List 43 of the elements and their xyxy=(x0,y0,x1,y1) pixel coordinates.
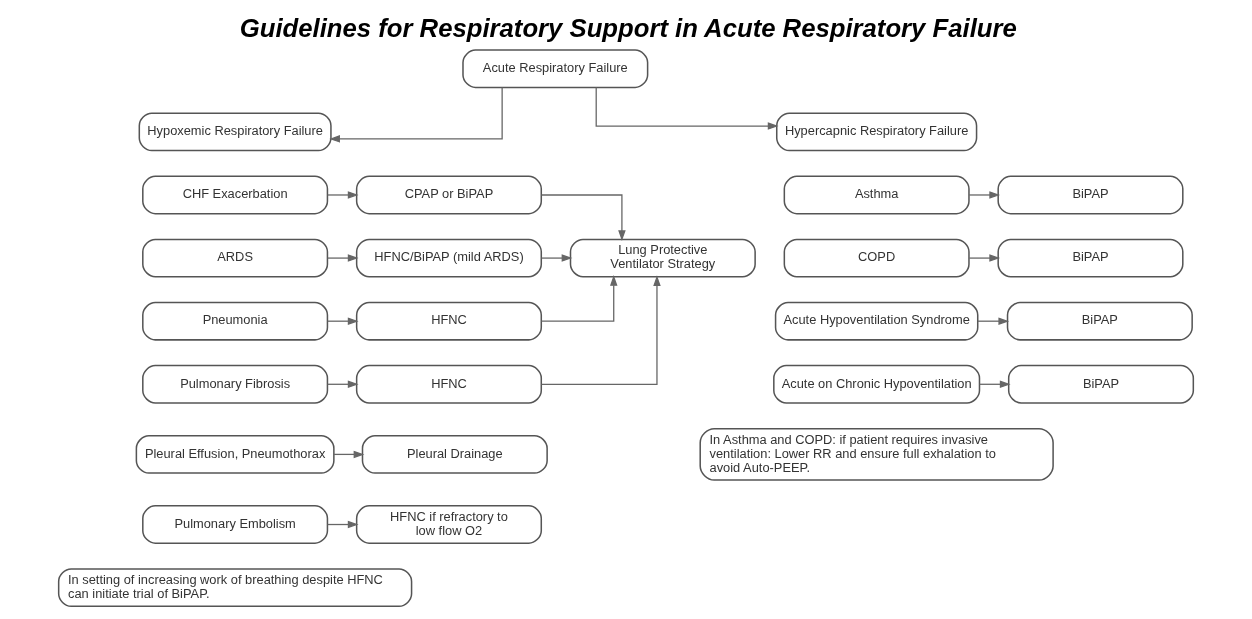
arrow xyxy=(595,86,779,130)
diagram-title: Guidelines for Respiratory Support in Acute Respiratory Failure xyxy=(239,13,1017,42)
arrow xyxy=(327,254,359,262)
node-box: Acute on Chronic Hypoventilation xyxy=(773,364,981,404)
arrow xyxy=(540,194,626,242)
node-box: BiPAP xyxy=(1007,364,1195,404)
node-box: COPD xyxy=(783,238,970,278)
arrow xyxy=(327,380,359,389)
node-box: CPAP or BiPAP xyxy=(355,175,543,215)
arrow xyxy=(327,191,359,199)
arrow xyxy=(540,275,661,385)
node-box: Pneumonia xyxy=(142,301,329,341)
node-box: Lung Protective Ventilator Strategy xyxy=(569,238,756,278)
arrow xyxy=(540,275,618,322)
node-box: Pulmonary Fibrosis xyxy=(142,364,329,404)
arrow xyxy=(968,191,1001,199)
arrow xyxy=(968,254,1001,262)
node-box: BiPAP xyxy=(997,175,1184,215)
arrow xyxy=(327,520,359,529)
arrow xyxy=(977,317,1010,325)
node-box: Acute Respiratory Failure xyxy=(462,49,649,89)
arrow xyxy=(540,254,573,262)
node-box: ARDS xyxy=(142,238,329,278)
node-box: Asthma xyxy=(783,175,970,215)
arrow xyxy=(327,317,359,325)
node-box: HFNC xyxy=(355,301,543,341)
node-box: In setting of increasing work of breathing despite HFNC can initiate trial of BiPAP. xyxy=(57,568,413,608)
node-box: HFNC if refractory to low flow O2 xyxy=(355,505,543,544)
arrow xyxy=(329,86,503,143)
node-box: HFNC xyxy=(355,364,543,404)
node-box: Pleural Effusion, Pneumothorax xyxy=(135,434,335,474)
node-box: Pleural Drainage xyxy=(361,434,548,474)
arrow xyxy=(979,380,1011,389)
node-box: In Asthma and COPD: if patient requires invasive ventilation: Lower RR and ensure full exhalation to avoid Auto-PEEP. xyxy=(699,427,1054,481)
node-box: Pulmonary Embolism xyxy=(142,505,329,544)
arrow xyxy=(333,450,365,459)
node-box: CHF Exacerbation xyxy=(142,175,329,215)
node-box: HFNC/BiPAP (mild ARDS) xyxy=(355,238,543,278)
node-box: Hypoxemic Respiratory Failure xyxy=(138,112,332,152)
node-box: Acute Hypoventilation Syndrome xyxy=(774,301,979,341)
node-box: BiPAP xyxy=(1006,301,1193,341)
node-box: Hypercapnic Respiratory Failure xyxy=(776,112,978,152)
node-box: BiPAP xyxy=(997,238,1184,278)
